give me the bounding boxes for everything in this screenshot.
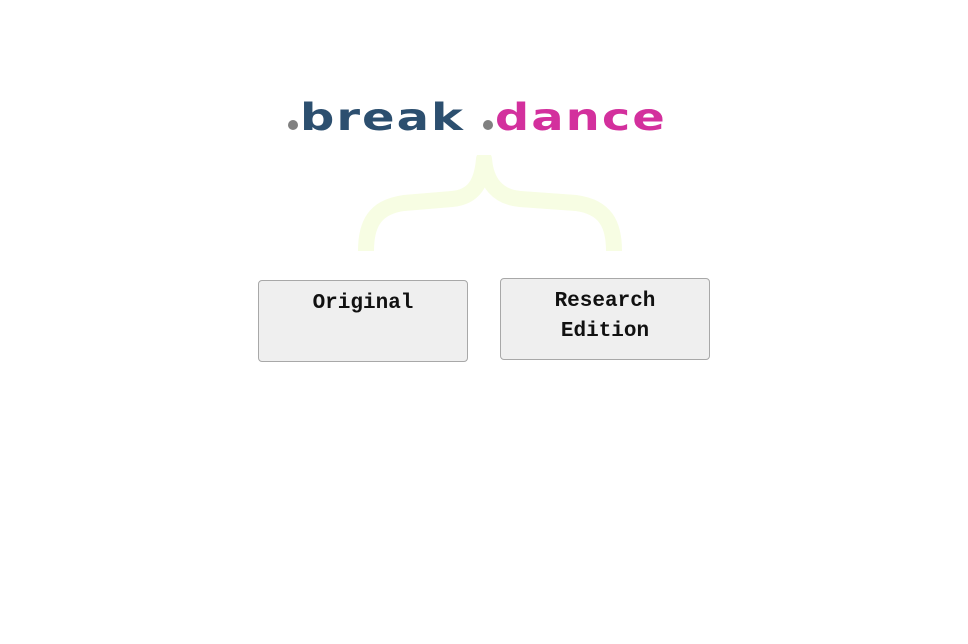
logo-dance-word: dance <box>482 88 667 140</box>
research-button-label-line2: Edition <box>560 320 650 343</box>
original-button[interactable]: Original <box>258 280 468 362</box>
logo-dance-text: dance <box>494 95 667 140</box>
breakdance-logo: break dance <box>288 80 708 136</box>
original-button-label: Original <box>312 292 414 315</box>
research-button-label-line1: Research <box>554 290 656 313</box>
break-dot-icon <box>288 120 298 130</box>
curly-brace-icon <box>358 155 622 252</box>
logo-break-word: break <box>288 88 465 136</box>
research-edition-button[interactable]: Research Edition <box>500 278 710 360</box>
dance-dot-icon <box>482 120 493 130</box>
logo-break-text: break <box>300 95 465 140</box>
